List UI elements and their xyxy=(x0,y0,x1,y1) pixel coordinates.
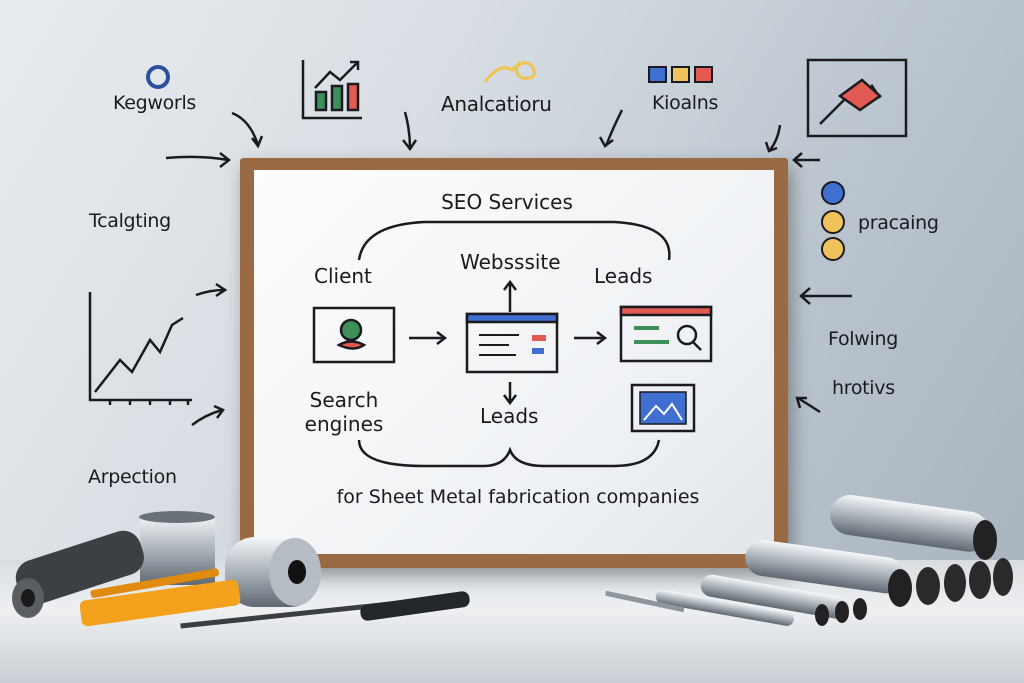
board-leads-bottom: Leads xyxy=(480,404,539,428)
metal-tubes xyxy=(605,495,1013,626)
tools xyxy=(12,511,470,629)
trend-chart-icon xyxy=(88,292,192,405)
board-leads-top: Leads xyxy=(594,264,653,288)
arrow-website-up xyxy=(503,279,517,312)
board-footer: for Sheet Metal fabrication companies xyxy=(336,486,700,508)
dots-icon xyxy=(821,181,845,261)
label-keywords: Kegworls xyxy=(113,92,197,114)
top-bracket xyxy=(357,220,671,261)
label-targeting: Tcalgting xyxy=(89,210,171,232)
arrow-website-leads xyxy=(574,331,608,345)
search-line-2: engines xyxy=(304,412,384,436)
board-search-engines: Search engines xyxy=(294,388,394,436)
color-squares-icon xyxy=(648,66,713,83)
ring-icon xyxy=(146,65,170,89)
label-hrotivs: hrotivs xyxy=(832,377,895,399)
board-client: Client xyxy=(314,264,372,288)
label-kioalns: Kioalns xyxy=(652,92,719,114)
whiteboard: SEO Services Client Websssite Leads Sear… xyxy=(240,158,788,568)
board-title: SEO Services xyxy=(441,190,573,214)
arrows xyxy=(165,109,852,426)
label-arpection: Arpection xyxy=(88,466,177,488)
search-line-1: Search xyxy=(309,388,379,412)
arrow-client-website xyxy=(409,331,448,345)
bottom-bracket xyxy=(357,439,661,468)
mountain-picture-icon xyxy=(806,58,908,138)
label-pracaing: pracaing xyxy=(858,212,939,234)
bar-chart-icon xyxy=(301,60,362,120)
label-folwing: Folwing xyxy=(828,328,898,350)
image-box xyxy=(630,383,696,433)
client-box xyxy=(312,306,396,364)
squiggle-icon xyxy=(483,61,536,83)
board-diagram xyxy=(312,220,713,468)
board-website: Websssite xyxy=(460,250,561,274)
label-analcation: Analcatioru xyxy=(441,92,552,116)
arrow-website-down xyxy=(503,382,517,406)
